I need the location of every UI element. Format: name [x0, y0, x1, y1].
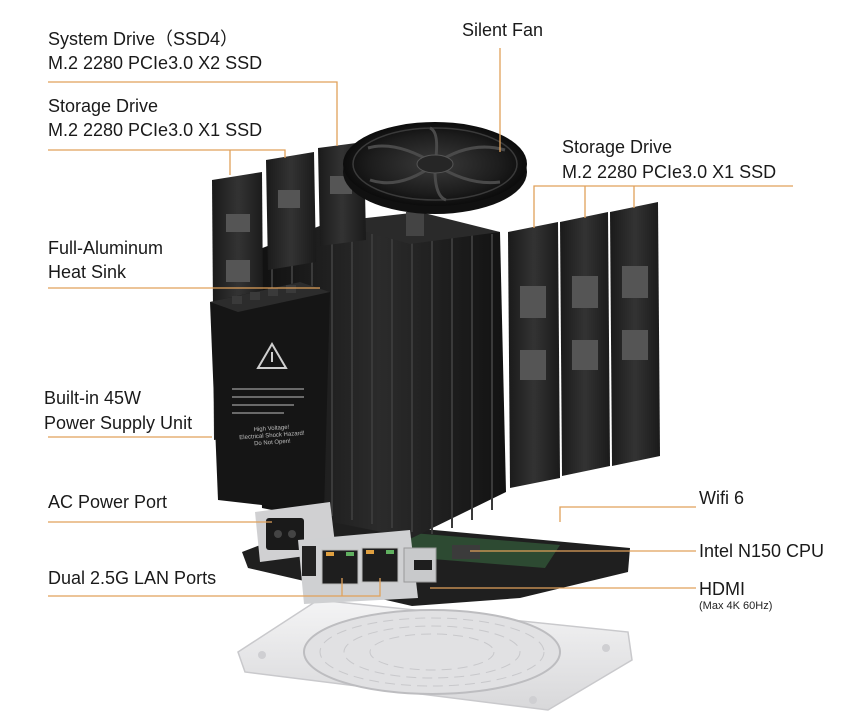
- ssd-stack-right: [508, 202, 660, 488]
- ac-power-port-label: AC Power Port: [48, 492, 168, 512]
- silent-fan-label: Silent Fan: [462, 20, 544, 40]
- heat-sink-label-line2: Heat Sink: [48, 262, 127, 282]
- storage-drive-right-spec: M.2 2280 PCIe3.0 X1 SSD: [562, 162, 777, 182]
- usb-port: [302, 546, 316, 576]
- psu-label-line2: Power Supply Unit: [44, 413, 193, 433]
- leader-lines: [48, 48, 793, 597]
- ac-port-socket: [266, 518, 304, 550]
- base-plate: [237, 599, 633, 711]
- psu-label-line1: Built-in 45W: [44, 388, 142, 408]
- hdmi-note: (Max 4K 60Hz): [699, 600, 773, 612]
- hdmi-label: HDMI: [699, 579, 745, 599]
- wifi-label: Wifi 6: [699, 488, 744, 508]
- io-ports: [255, 502, 437, 604]
- cpu-label: Intel N150 CPU: [699, 541, 825, 561]
- storage-drive-left-spec: M.2 2280 PCIe3.0 X1 SSD: [48, 120, 263, 140]
- system-drive-spec: M.2 2280 PCIe3.0 X2 SSD: [48, 53, 263, 73]
- warning-icon: [256, 342, 288, 369]
- system-drive-title: System Drive（SSD4）: [48, 29, 239, 49]
- silent-fan: [343, 122, 527, 214]
- lan-ports-label: Dual 2.5G LAN Ports: [48, 568, 217, 588]
- storage-drive-right-title: Storage Drive: [562, 137, 673, 157]
- storage-drive-left-title: Storage Drive: [48, 96, 159, 116]
- heat-sink-label-line1: Full-Aluminum: [48, 238, 164, 258]
- hdmi-port: [414, 560, 432, 570]
- power-supply-unit: [210, 282, 330, 512]
